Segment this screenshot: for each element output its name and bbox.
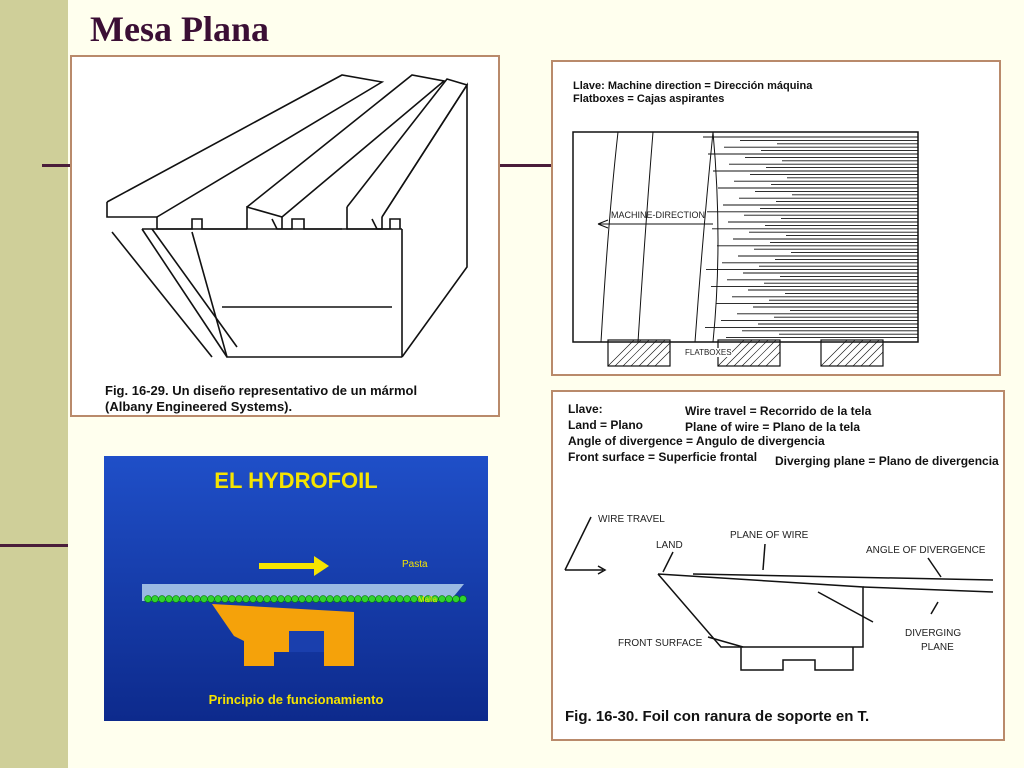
fig30-key-wire-travel: Wire travel = Recorrido de la tela [685, 404, 872, 418]
fig30-key-title: Llave: [568, 402, 603, 416]
figure-29-panel: Fig. 16-29. Un diseño representativo de … [70, 55, 500, 417]
fig30-key-plane-wire: Plane of wire = Plano de la tela [685, 420, 861, 434]
flatbox-key-line1: Llave: Machine direction = Dirección máq… [573, 80, 813, 92]
accent-rule-left [42, 164, 72, 167]
flatbox-drawing [572, 131, 919, 367]
accent-rule-bottom [0, 544, 68, 547]
hydrofoil-subtitle: Principio de funcionamiento [208, 692, 384, 707]
hydrofoil-panel: EL HYDROFOIL Pasta Malla Principio de fu… [104, 456, 488, 721]
flatbox-key-line2: Flatboxes = Cajas aspirantes [573, 93, 725, 105]
diverging-label: DIVERGING [905, 628, 962, 639]
machine-direction-label: MACHINE-DIRECTION [611, 210, 705, 220]
flatbox-panel: Llave: Machine direction = Dirección máq… [551, 60, 1001, 376]
flatboxes-label: FLATBOXES [685, 348, 732, 357]
accent-rule-mid [500, 164, 552, 167]
land-label: LAND [656, 540, 683, 551]
figure-30-caption: Fig. 16-30. Foil con ranura de soporte e… [565, 708, 870, 725]
wire-travel-label: WIRE TRAVEL [598, 514, 665, 525]
figure-29-caption-line1: Fig. 16-29. Un diseño representativo de … [105, 383, 418, 398]
plane-label: PLANE [921, 642, 954, 653]
hydrofoil-title: EL HYDROFOIL [214, 468, 378, 493]
figure-29-caption-line2: (Albany Engineered Systems). [105, 399, 293, 414]
front-surface-label: FRONT SURFACE [618, 638, 703, 649]
plane-of-wire-label: PLANE OF WIRE [730, 530, 809, 541]
slide-sidebar [0, 0, 68, 768]
fig30-key-diverging: Diverging plane = Plano de divergencia [775, 454, 999, 468]
hydrofoil-drawing [142, 556, 467, 666]
foil-drawing [564, 516, 994, 671]
fig30-key-front: Front surface = Superficie frontal [568, 450, 758, 464]
fig30-key-land: Land = Plano [568, 418, 644, 432]
malla-label: Malla [418, 595, 438, 604]
fig30-key-angle: Angle of divergence = Angulo de divergen… [568, 434, 825, 448]
slide-title: Mesa Plana [90, 9, 269, 49]
angle-of-divergence-label: ANGLE OF DIVERGENCE [866, 545, 986, 556]
marble-drawing [106, 74, 469, 358]
figure-30-panel: Llave: Land = Plano Angle of divergence … [551, 390, 1005, 741]
pasta-label: Pasta [402, 559, 428, 570]
